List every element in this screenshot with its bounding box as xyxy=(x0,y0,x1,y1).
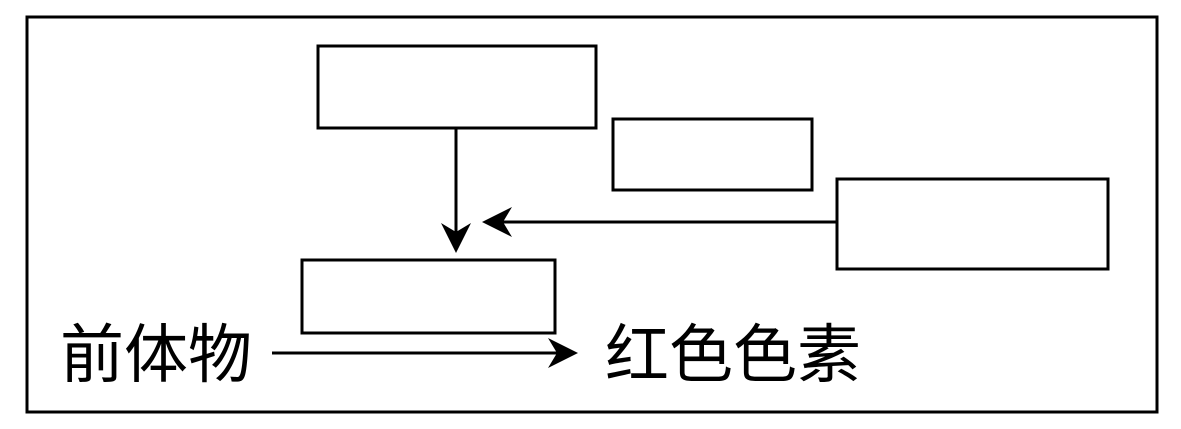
center-box xyxy=(300,258,557,335)
product-label: 红色色素 xyxy=(605,319,861,393)
source-label: 前体物 xyxy=(60,319,252,393)
outer-frame xyxy=(25,15,1159,414)
top-box xyxy=(316,44,598,130)
middle-right-box xyxy=(611,117,814,192)
right-box xyxy=(835,177,1110,271)
